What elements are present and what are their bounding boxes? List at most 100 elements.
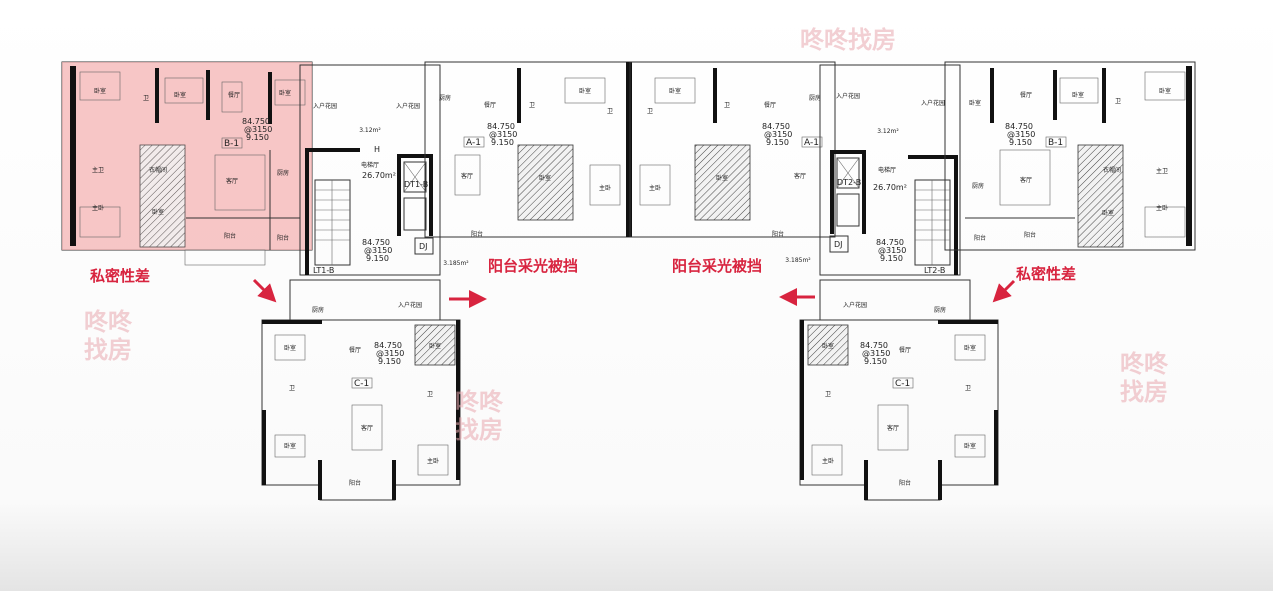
svg-text:入户花园: 入户花园 bbox=[836, 92, 860, 100]
unit-c1-left: 卧室 卧室 餐厅 客厅 卧室 主卧 卫 卫 厨房 入户花园 阳台 C-1 84.… bbox=[261, 279, 461, 501]
svg-text:DT1-B: DT1-B bbox=[404, 180, 428, 189]
annotation-privacy-left: 私密性差 bbox=[89, 267, 150, 285]
arrow-icon bbox=[992, 279, 1016, 303]
svg-text:卫: 卫 bbox=[965, 385, 971, 392]
svg-text:卫: 卫 bbox=[289, 385, 295, 392]
room-label: 阳台 bbox=[277, 234, 289, 242]
svg-text:主卧: 主卧 bbox=[1156, 204, 1168, 212]
arrow-icon bbox=[252, 278, 277, 303]
room-label: 卧室 bbox=[152, 208, 164, 216]
svg-text:卧室: 卧室 bbox=[716, 174, 728, 182]
watermark-right: 咚咚找房 bbox=[1120, 350, 1169, 406]
svg-text:客厅: 客厅 bbox=[794, 172, 806, 180]
svg-text:客厅: 客厅 bbox=[1020, 176, 1032, 184]
svg-text:84.750: 84.750 bbox=[242, 117, 270, 126]
svg-text:9.150: 9.150 bbox=[491, 138, 514, 147]
svg-text:餐厅: 餐厅 bbox=[764, 101, 776, 109]
svg-text:DJ: DJ bbox=[834, 240, 843, 249]
room-label: 卧室 bbox=[279, 89, 291, 97]
svg-text:卫: 卫 bbox=[1115, 98, 1121, 105]
room-label: 主卫 bbox=[92, 166, 104, 174]
svg-text:3.12m²: 3.12m² bbox=[877, 128, 899, 135]
svg-text:卧室: 卧室 bbox=[669, 87, 681, 95]
svg-text:卧室: 卧室 bbox=[1159, 87, 1171, 95]
svg-text:84.750: 84.750 bbox=[860, 341, 888, 350]
svg-text:9.150: 9.150 bbox=[1009, 138, 1032, 147]
svg-text:@3150: @3150 bbox=[364, 246, 392, 255]
svg-text:3.185m²: 3.185m² bbox=[443, 260, 469, 267]
svg-text:客厅: 客厅 bbox=[461, 172, 473, 180]
room-label: 卧室 bbox=[94, 87, 106, 95]
svg-text:卧室: 卧室 bbox=[429, 342, 441, 350]
svg-text:卫: 卫 bbox=[607, 108, 613, 115]
svg-text:DT2-B: DT2-B bbox=[837, 178, 861, 187]
unit-a1-right: 餐厅 厨房 卫 卧室 卫 主卧 卧室 客厅 阳台 A-1 84.750 @315… bbox=[629, 61, 836, 238]
svg-text:餐厅: 餐厅 bbox=[1020, 91, 1032, 99]
svg-text:9.150: 9.150 bbox=[880, 254, 903, 263]
svg-text:@3150: @3150 bbox=[376, 349, 404, 358]
annotations: 私密性差 私密性差 阳台采光被挡 阳台采光被挡 bbox=[89, 257, 1076, 308]
svg-text:C-1: C-1 bbox=[895, 379, 910, 389]
annotation-balcony-left: 阳台采光被挡 bbox=[488, 257, 578, 275]
svg-text:客厅: 客厅 bbox=[887, 424, 899, 432]
svg-text:9.150: 9.150 bbox=[378, 357, 401, 366]
svg-text:入户花园: 入户花园 bbox=[396, 102, 420, 110]
watermark-center: 咚咚找房 bbox=[455, 388, 504, 444]
svg-text:卧室: 卧室 bbox=[1072, 91, 1084, 99]
svg-text:LT2-B: LT2-B bbox=[924, 266, 945, 275]
annotation-privacy-right: 私密性差 bbox=[1015, 265, 1076, 283]
svg-text:84.750: 84.750 bbox=[362, 238, 390, 247]
svg-text:入户花园: 入户花园 bbox=[313, 102, 337, 110]
svg-text:H: H bbox=[374, 145, 380, 154]
svg-text:84.750: 84.750 bbox=[487, 122, 515, 131]
svg-text:@3150: @3150 bbox=[878, 246, 906, 255]
svg-text:阳台: 阳台 bbox=[974, 234, 986, 242]
svg-text:9.150: 9.150 bbox=[766, 138, 789, 147]
svg-text:餐厅: 餐厅 bbox=[899, 346, 911, 354]
svg-text:阳台: 阳台 bbox=[772, 230, 784, 238]
svg-text:卧室: 卧室 bbox=[1102, 209, 1114, 217]
svg-text:A-1: A-1 bbox=[804, 138, 819, 148]
watermark-left: 咚咚找房 bbox=[84, 308, 133, 364]
svg-text:卧室: 卧室 bbox=[579, 87, 591, 95]
svg-text:阳台: 阳台 bbox=[349, 479, 361, 487]
svg-text:主卫: 主卫 bbox=[1156, 167, 1168, 175]
svg-text:衣帽间: 衣帽间 bbox=[1103, 166, 1121, 174]
svg-text:厨房: 厨房 bbox=[934, 306, 946, 314]
svg-text:主卧: 主卧 bbox=[822, 457, 834, 465]
svg-text:9.150: 9.150 bbox=[366, 254, 389, 263]
svg-text:客厅: 客厅 bbox=[361, 424, 373, 432]
svg-text:卫: 卫 bbox=[529, 102, 535, 109]
svg-text:@3150: @3150 bbox=[764, 130, 792, 139]
svg-text:3.185m²: 3.185m² bbox=[785, 257, 811, 264]
svg-text:阳台: 阳台 bbox=[471, 230, 483, 238]
svg-text:卫: 卫 bbox=[647, 108, 653, 115]
svg-text:厨房: 厨房 bbox=[439, 94, 451, 102]
watermark-top: 咚咚找房 bbox=[800, 26, 896, 54]
room-label: 卧室 bbox=[174, 91, 186, 99]
svg-text:26.70m²: 26.70m² bbox=[362, 171, 396, 180]
unit-a1-left: 餐厅 厨房 卫 卧室 卫 客厅 卧室 主卧 阳台 A-1 84.750 @315… bbox=[424, 61, 632, 238]
svg-text:卧室: 卧室 bbox=[539, 174, 551, 182]
svg-text:阳台: 阳台 bbox=[1024, 231, 1036, 239]
annotation-balcony-right: 阳台采光被挡 bbox=[672, 257, 762, 275]
svg-text:84.750: 84.750 bbox=[1005, 122, 1033, 131]
svg-text:B-1: B-1 bbox=[1048, 138, 1063, 148]
svg-text:厨房: 厨房 bbox=[312, 306, 324, 314]
room-label: 餐厅 bbox=[228, 91, 240, 99]
unit-c1-right: 卧室 卧室 餐厅 客厅 卧室 主卧 卫 卫 厨房 入户花园 阳台 C-1 84.… bbox=[799, 279, 999, 501]
svg-text:厨房: 厨房 bbox=[972, 182, 984, 190]
svg-text:电梯厅: 电梯厅 bbox=[878, 166, 896, 174]
svg-text:@3150: @3150 bbox=[862, 349, 890, 358]
svg-text:3.12m²: 3.12m² bbox=[359, 127, 381, 134]
svg-text:卫: 卫 bbox=[427, 391, 433, 398]
svg-text:9.150: 9.150 bbox=[246, 133, 269, 142]
svg-text:84.750: 84.750 bbox=[876, 238, 904, 247]
svg-text:26.70m²: 26.70m² bbox=[873, 183, 907, 192]
unit-b1-left: 卧室 卧室 餐厅 卧室 卫 主卫 主卧 衣帽间 卧室 客厅 厨房 阳台 阳台 B… bbox=[61, 61, 313, 266]
unit-b1-right: 卧室 餐厅 卧室 卫 卧室 主卫 主卧 衣帽间 卧室 客厅 厨房 阳台 阳台 B… bbox=[944, 61, 1196, 251]
svg-text:主卧: 主卧 bbox=[427, 457, 439, 465]
svg-text:入户花园: 入户花园 bbox=[398, 301, 422, 309]
svg-text:@3150: @3150 bbox=[489, 130, 517, 139]
svg-text:厨房: 厨房 bbox=[809, 94, 821, 102]
